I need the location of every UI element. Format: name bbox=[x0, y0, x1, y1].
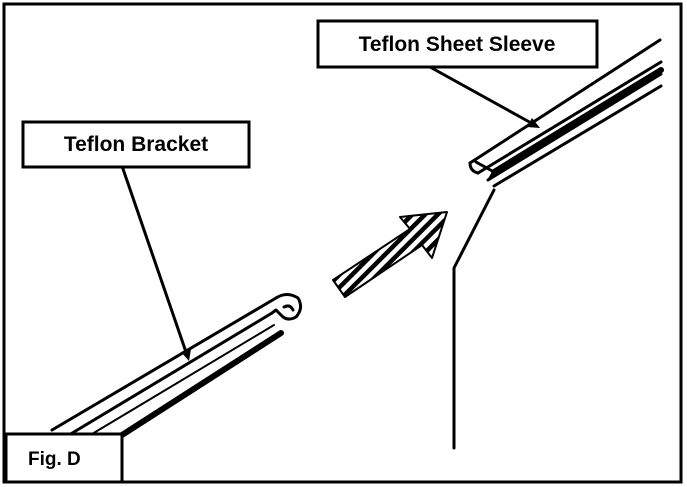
figure-label-text: Fig. D bbox=[28, 449, 81, 470]
label-box-sleeve bbox=[316, 19, 599, 69]
leader-line-bracket bbox=[120, 165, 188, 353]
callout-bracket: Teflon Bracket bbox=[21, 120, 251, 361]
label-box-bracket bbox=[21, 120, 251, 169]
callout-sleeve: Teflon Sheet Sleeve bbox=[316, 19, 599, 128]
teflon-bracket-part bbox=[50, 293, 303, 447]
bracket-bottom-edge bbox=[119, 330, 284, 438]
leader-arrowhead-bracket bbox=[181, 349, 191, 361]
label-teflon-bracket: Teflon Bracket bbox=[64, 133, 208, 156]
leader-arrowhead-sleeve bbox=[527, 118, 540, 128]
hatched-arrow-icon bbox=[332, 211, 448, 298]
label-teflon-sheet-sleeve: Teflon Sheet Sleeve bbox=[359, 33, 556, 56]
leader-line-sleeve bbox=[429, 65, 534, 126]
figure-label-box bbox=[4, 432, 124, 484]
sleeve-bottom-edge bbox=[491, 67, 664, 175]
figure-label: Fig. D bbox=[4, 432, 124, 484]
